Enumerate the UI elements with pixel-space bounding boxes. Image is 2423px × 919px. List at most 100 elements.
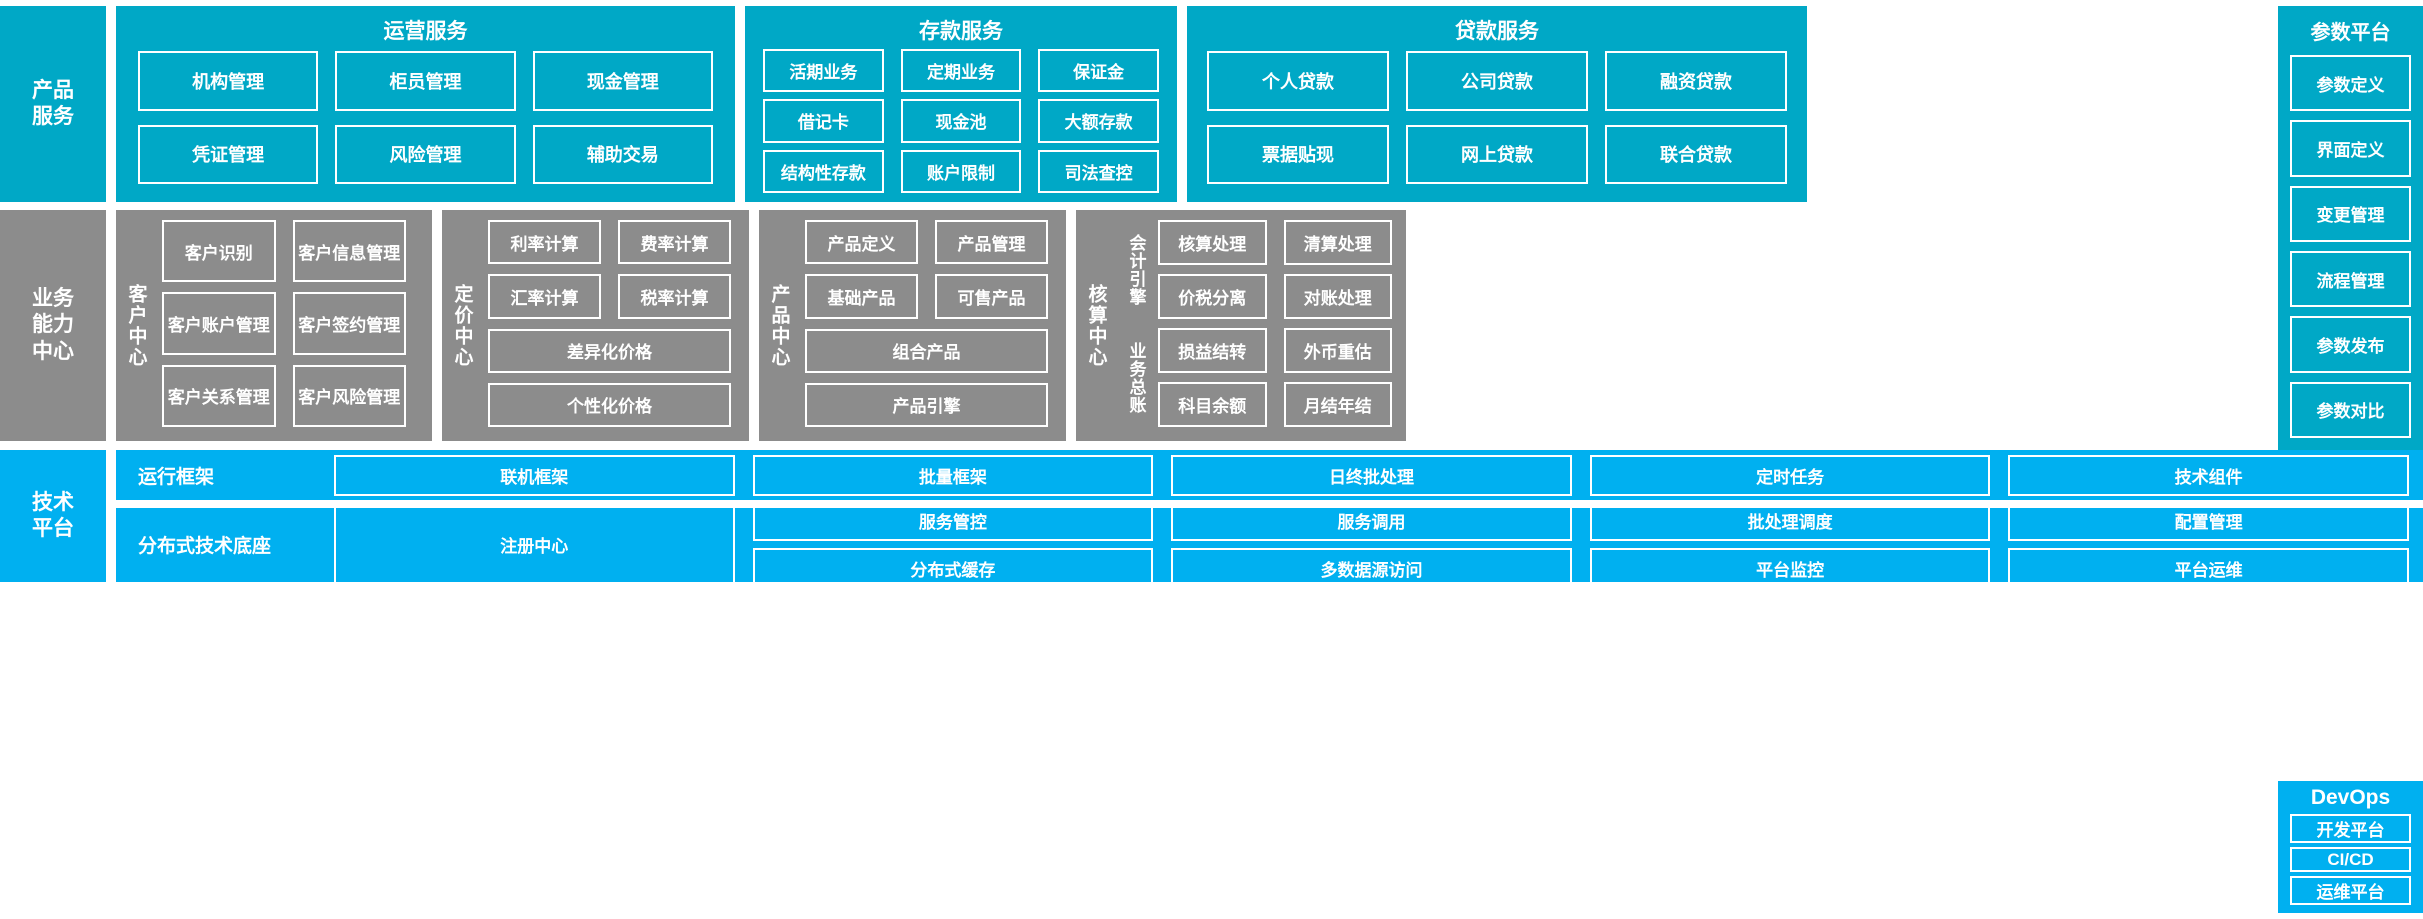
tile-change-management[interactable]: 变更管理 (2290, 185, 2411, 242)
panel-devops: DevOps 开发平台 CI/CD 运维平台 (2278, 781, 2423, 913)
tile-demand-deposit[interactable]: 活期业务 (763, 49, 884, 93)
tile-settlement-processing[interactable]: 清算处理 (1283, 220, 1392, 265)
tile-institution-management[interactable]: 机构管理 (138, 51, 319, 111)
tile-parameter-definition[interactable]: 参数定义 (2290, 55, 2411, 112)
tile-syndicated-loan[interactable]: 联合贷款 (1605, 124, 1787, 184)
tile-platform-monitoring[interactable]: 平台监控 (1589, 547, 1991, 589)
tile-composite-product[interactable]: 组合产品 (805, 328, 1048, 373)
tile-online-loan[interactable]: 网上贷款 (1406, 124, 1588, 184)
tile-customer-account-management[interactable]: 客户账户管理 (162, 292, 276, 355)
tile-row: 价税分离 对账处理 (1158, 274, 1392, 319)
tile-row: 基础产品 可售产品 (805, 274, 1048, 319)
tile-auxiliary-transaction[interactable]: 辅助交易 (532, 124, 713, 184)
tile-large-deposit[interactable]: 大额存款 (1038, 99, 1160, 143)
tile-customer-risk-management[interactable]: 客户风险管理 (292, 364, 406, 427)
tile-cash-management[interactable]: 现金管理 (532, 51, 713, 111)
tile-development-platform[interactable]: 开发平台 (2290, 814, 2411, 843)
tile-row: 票据贴现 网上贷款 联合贷款 (1207, 124, 1787, 184)
tile-teller-management[interactable]: 柜员管理 (335, 51, 516, 111)
tile-tax-rate-calculation[interactable]: 税率计算 (618, 274, 731, 319)
tile-row: 科目余额 月结年结 (1158, 382, 1392, 427)
tile-distributed-cache[interactable]: 分布式缓存 (752, 547, 1154, 589)
tile-customer-relationship-management[interactable]: 客户关系管理 (162, 364, 276, 427)
tile-debit-card[interactable]: 借记卡 (763, 99, 884, 143)
tile-cash-pool[interactable]: 现金池 (900, 99, 1022, 143)
tile-configuration-management[interactable]: 配置管理 (2008, 499, 2409, 541)
tile-operations-platform[interactable]: 运维平台 (2290, 876, 2411, 905)
tile-margin-deposit[interactable]: 保证金 (1038, 49, 1160, 93)
tile-batch-scheduling[interactable]: 批处理调度 (1589, 499, 1991, 541)
tile-time-deposit[interactable]: 定期业务 (900, 49, 1022, 93)
tile-financing-loan[interactable]: 融资贷款 (1605, 51, 1787, 111)
tile-interface-definition[interactable]: 界面定义 (2290, 120, 2411, 177)
tile-basic-product[interactable]: 基础产品 (805, 274, 918, 319)
tile-registry-center[interactable]: 注册中心 (334, 499, 735, 589)
tile-online-framework[interactable]: 联机框架 (334, 454, 735, 496)
tile-technical-component[interactable]: 技术组件 (2008, 454, 2409, 496)
tile-row: 产品引擎 (805, 382, 1048, 427)
row-label-technical-platform: 技术 平台 (0, 450, 106, 582)
tile-platform-operations[interactable]: 平台运维 (2008, 547, 2409, 589)
tile-row: 借记卡 现金池 大额存款 (763, 99, 1160, 143)
tile-service-invocation[interactable]: 服务调用 (1171, 499, 1572, 541)
tile-bill-discount[interactable]: 票据贴现 (1207, 124, 1389, 184)
tech-column: 日终批处理 (1171, 454, 1572, 496)
tile-structured-deposit[interactable]: 结构性存款 (763, 149, 884, 193)
row-label-product-service: 产品 服务 (0, 6, 106, 202)
tile-profit-loss-carryover[interactable]: 损益结转 (1158, 328, 1267, 373)
panel-loan-service: 贷款服务 个人贷款 公司贷款 融资贷款 票据贴现 网上贷款 联合贷款 (1187, 6, 1807, 202)
panel-title-operation-service: 运营服务 (383, 20, 468, 43)
tile-process-management[interactable]: 流程管理 (2290, 250, 2411, 308)
tile-row: 客户账户管理 客户签约管理 (162, 292, 406, 355)
tech-column: 注册中心 (334, 499, 735, 589)
tile-customer-info-management[interactable]: 客户信息管理 (292, 220, 406, 283)
tile-corporate-loan[interactable]: 公司贷款 (1406, 51, 1588, 111)
tile-product-definition[interactable]: 产品定义 (805, 220, 918, 265)
tile-ci-cd[interactable]: CI/CD (2290, 847, 2411, 872)
tile-row: 客户关系管理 客户风险管理 (162, 364, 406, 427)
tile-foreign-currency-revaluation[interactable]: 外币重估 (1283, 328, 1392, 373)
tile-batch-framework[interactable]: 批量框架 (752, 454, 1154, 496)
tile-differentiated-pricing[interactable]: 差异化价格 (488, 328, 731, 373)
tile-voucher-management[interactable]: 凭证管理 (138, 124, 319, 184)
subgroup-caption-business-ledger: 业务总账 (1126, 341, 1146, 414)
tile-end-of-day-batch[interactable]: 日终批处理 (1171, 454, 1572, 496)
tile-service-governance[interactable]: 服务管控 (752, 499, 1154, 541)
tile-month-year-end-closing[interactable]: 月结年结 (1283, 382, 1392, 427)
tile-personalized-pricing[interactable]: 个性化价格 (488, 382, 731, 427)
tile-judicial-control[interactable]: 司法查控 (1038, 149, 1160, 193)
tile-scheduled-task[interactable]: 定时任务 (1589, 454, 1991, 496)
tile-accounting-processing[interactable]: 核算处理 (1158, 220, 1267, 265)
tile-risk-management[interactable]: 风险管理 (335, 124, 516, 184)
tile-account-balance[interactable]: 科目余额 (1158, 382, 1267, 427)
tile-row: 凭证管理 风险管理 辅助交易 (138, 124, 713, 184)
tile-sellable-product[interactable]: 可售产品 (935, 274, 1048, 319)
tech-column: 批处理调度 平台监控 (1589, 499, 1991, 589)
tile-row: 汇率计算 税率计算 (488, 274, 731, 319)
panel-pricing-center: 定价中心 利率计算 费率计算 汇率计算 税率计算 差异化价格 (442, 210, 749, 441)
tile-row: 个人贷款 公司贷款 融资贷款 (1207, 51, 1787, 111)
tile-exchange-rate-calculation[interactable]: 汇率计算 (488, 274, 601, 319)
tile-product-management[interactable]: 产品管理 (935, 220, 1048, 265)
tile-product-engine[interactable]: 产品引擎 (805, 382, 1048, 427)
tile-account-restriction[interactable]: 账户限制 (900, 149, 1022, 193)
tile-reconciliation-processing[interactable]: 对账处理 (1283, 274, 1392, 319)
tile-parameter-publishing[interactable]: 参数发布 (2290, 316, 2411, 373)
tile-customer-identification[interactable]: 客户识别 (162, 220, 276, 283)
tech-column: 配置管理 平台运维 (2008, 499, 2409, 589)
panel-caption-pricing-center: 定价中心 (451, 283, 473, 368)
tile-parameter-comparison[interactable]: 参数对比 (2290, 381, 2411, 438)
tile-interest-rate-calculation[interactable]: 利率计算 (488, 220, 601, 265)
tech-column: 技术组件 (2008, 454, 2409, 496)
techbar-label-runtime-framework: 运行框架 (138, 466, 215, 488)
row-business-capability: 业务 能力 中心 客户中心 客户识别 客户信息管理 客户账户管理 客户签约管理 (0, 210, 2423, 441)
subgroup-accounting-engine: 会计引擎 核算处理 清算处理 价税分离 对账处理 (1120, 220, 1392, 319)
row-technical-platform: 技术 平台 运行框架 联机框架 批量框架 日终批处理 (0, 450, 2423, 589)
tile-fee-rate-calculation[interactable]: 费率计算 (618, 220, 731, 265)
tile-multi-datasource-access[interactable]: 多数据源访问 (1171, 547, 1572, 589)
tile-price-tax-separation[interactable]: 价税分离 (1158, 274, 1267, 319)
tile-personal-loan[interactable]: 个人贷款 (1207, 51, 1389, 111)
tile-row: 利率计算 费率计算 (488, 220, 731, 265)
tile-customer-contract-management[interactable]: 客户签约管理 (292, 292, 406, 355)
